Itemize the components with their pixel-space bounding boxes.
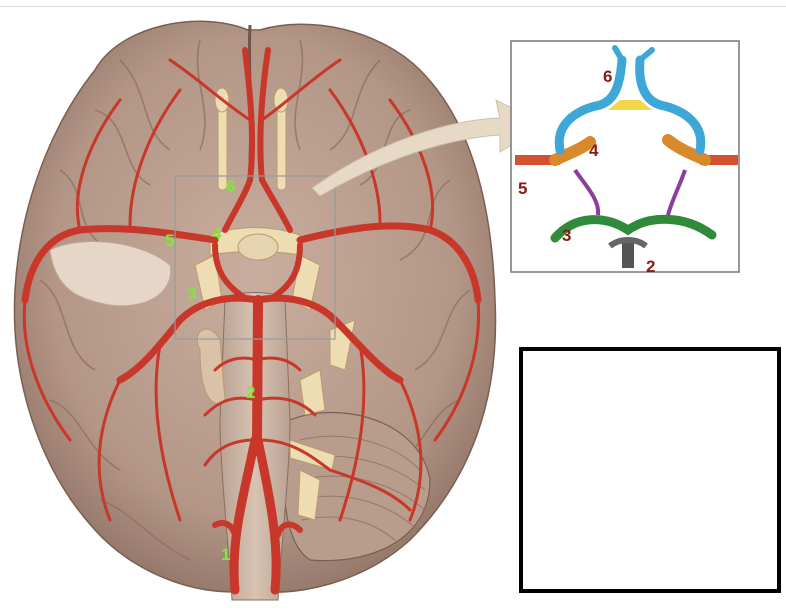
label-5: 5	[165, 231, 175, 250]
inset-label-2: 2	[646, 257, 656, 276]
answer-box	[519, 347, 781, 593]
label-2: 2	[246, 383, 256, 402]
label-4: 4	[212, 224, 222, 243]
olfactory-tracts	[214, 87, 289, 191]
label-3: 3	[187, 284, 197, 303]
inset-label-3: 3	[562, 226, 572, 245]
top-rule	[0, 6, 786, 7]
inset-label-6: 6	[603, 67, 613, 86]
inset-label-4: 4	[589, 141, 599, 160]
label-1: 1	[221, 545, 231, 564]
inset-panel	[510, 40, 740, 273]
temporal-lobe-cut	[49, 241, 172, 307]
label-6: 6	[226, 177, 236, 196]
circle-of-willis-region	[174, 175, 336, 340]
inset-label-5: 5	[518, 179, 528, 198]
